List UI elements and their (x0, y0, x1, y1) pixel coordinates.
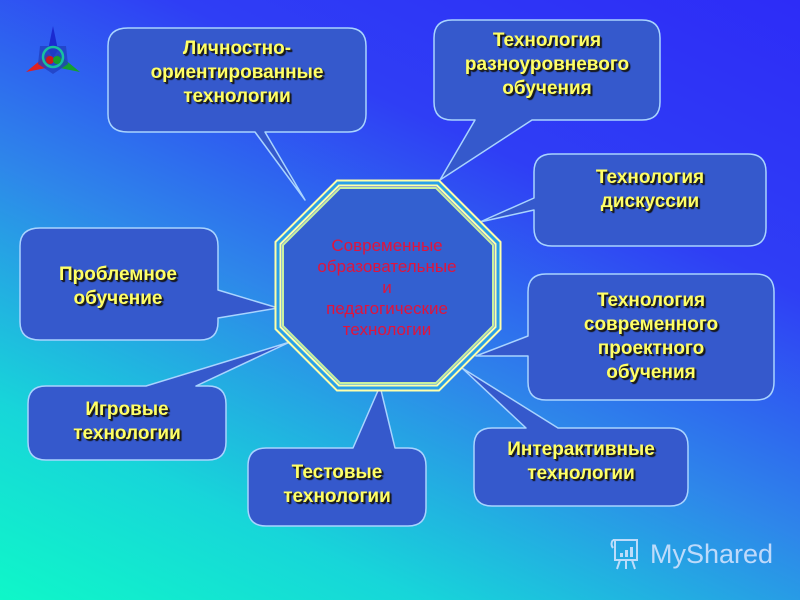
center-title-line-4: педагогические (326, 298, 448, 318)
center-title-line-2: образовательные (317, 256, 457, 276)
callout-test-shape (247, 385, 427, 527)
callout-personal: Личностно- ориентированные технологии (150, 38, 324, 107)
center-title-line-3: и (382, 277, 392, 297)
callout-interactive-shape (461, 367, 689, 507)
callout-project-shape (475, 273, 775, 401)
callout-game: Игровые технологии (73, 399, 181, 444)
watermark-text: MyShared (650, 538, 774, 569)
callout-test: Тестовые технологии (283, 462, 391, 507)
callout-game-shape (27, 341, 291, 461)
presentation-chart-icon (610, 539, 638, 570)
callout-discussion-shape (479, 153, 767, 247)
center-title-line-1: Современные (331, 235, 443, 255)
callout-discussion: Технология дискуссии (595, 167, 705, 212)
callout-problem-shape (19, 227, 279, 341)
myshared-watermark[interactable]: MyShared (608, 536, 773, 572)
center-title: Современные образовательные и педагогиче… (282, 222, 492, 352)
callout-interactive: Интерактивные технологии (507, 439, 655, 484)
callout-multilevel-shape (433, 19, 661, 181)
callout-project: Технология современного проектного обуче… (583, 290, 719, 383)
callout-multilevel: Технология разноуровневого обучения (464, 30, 630, 99)
callout-problem: Проблемное обучение (59, 264, 177, 309)
center-title-line-5: технологии (342, 319, 432, 339)
callout-personal-shape (107, 27, 367, 201)
center-octagon (274, 179, 502, 392)
compass-star-icon (26, 26, 80, 74)
